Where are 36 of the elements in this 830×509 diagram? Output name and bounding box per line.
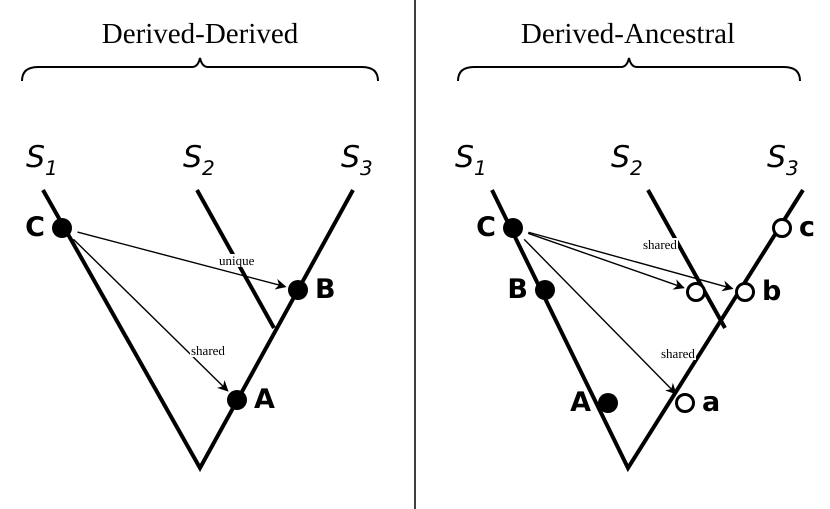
open-circle bbox=[675, 393, 695, 413]
filled-circle bbox=[598, 393, 618, 413]
panel-title: Derived-Derived bbox=[102, 20, 298, 49]
arrow bbox=[528, 232, 734, 292]
panel-title: Derived-Ancestral bbox=[520, 20, 736, 49]
species-label: S$_{1}$ bbox=[26, 143, 58, 178]
species-label: S$_{2}$ bbox=[183, 143, 215, 178]
species-label: S$_{3}$ bbox=[767, 143, 799, 178]
node-letter: A bbox=[570, 389, 591, 416]
filled-circle bbox=[52, 218, 72, 238]
filled-circle bbox=[288, 280, 308, 300]
filled-circle bbox=[227, 390, 247, 410]
species-label: S$_{1}$ bbox=[455, 143, 487, 178]
edge-label: unique bbox=[218, 254, 256, 267]
filled-circle bbox=[503, 218, 523, 238]
species-label: S$_{3}$ bbox=[341, 143, 373, 178]
node-letter: C bbox=[476, 214, 496, 241]
node-letter: C bbox=[25, 214, 45, 241]
arrow bbox=[528, 232, 685, 290]
open-circle bbox=[772, 218, 792, 238]
node-letter: a bbox=[702, 389, 720, 416]
open-circle bbox=[735, 282, 755, 302]
node-letter: b bbox=[762, 278, 782, 305]
node-letter: c bbox=[799, 214, 816, 241]
arrow bbox=[524, 238, 677, 395]
open-circle bbox=[686, 282, 706, 302]
node-letter: B bbox=[315, 276, 336, 303]
node-letter: B bbox=[507, 276, 528, 303]
node-letter: A bbox=[254, 386, 275, 413]
arrow bbox=[77, 231, 286, 290]
edge-label: shared bbox=[190, 344, 226, 357]
edge-label: shared bbox=[642, 238, 678, 251]
species-label: S$_{2}$ bbox=[611, 143, 643, 178]
arrow bbox=[72, 238, 229, 392]
edge-label: shared bbox=[660, 347, 696, 360]
filled-circle bbox=[535, 280, 555, 300]
